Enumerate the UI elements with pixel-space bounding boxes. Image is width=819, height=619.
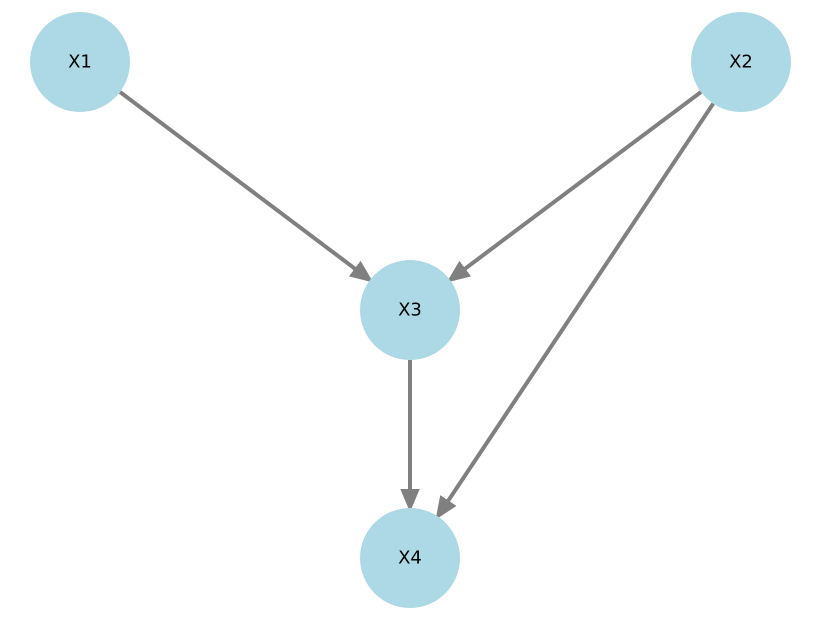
node-circle (360, 260, 460, 360)
node-circle (30, 12, 130, 112)
nodes-layer: X1 X2 X3 X4 (30, 12, 791, 608)
node-circle (360, 508, 460, 608)
node-label: X4 (398, 548, 422, 569)
node-x2: X2 (691, 12, 791, 112)
node-x3: X3 (360, 260, 460, 360)
edge-x2-to-x4 (439, 102, 715, 515)
edges-layer (118, 90, 715, 515)
node-circle (691, 12, 791, 112)
node-label: X1 (68, 52, 92, 73)
edge-x2-to-x3 (452, 90, 703, 279)
node-label: X2 (729, 52, 753, 73)
node-x4: X4 (360, 508, 460, 608)
node-label: X3 (398, 300, 422, 321)
edge-x1-to-x3 (118, 90, 368, 279)
node-x1: X1 (30, 12, 130, 112)
